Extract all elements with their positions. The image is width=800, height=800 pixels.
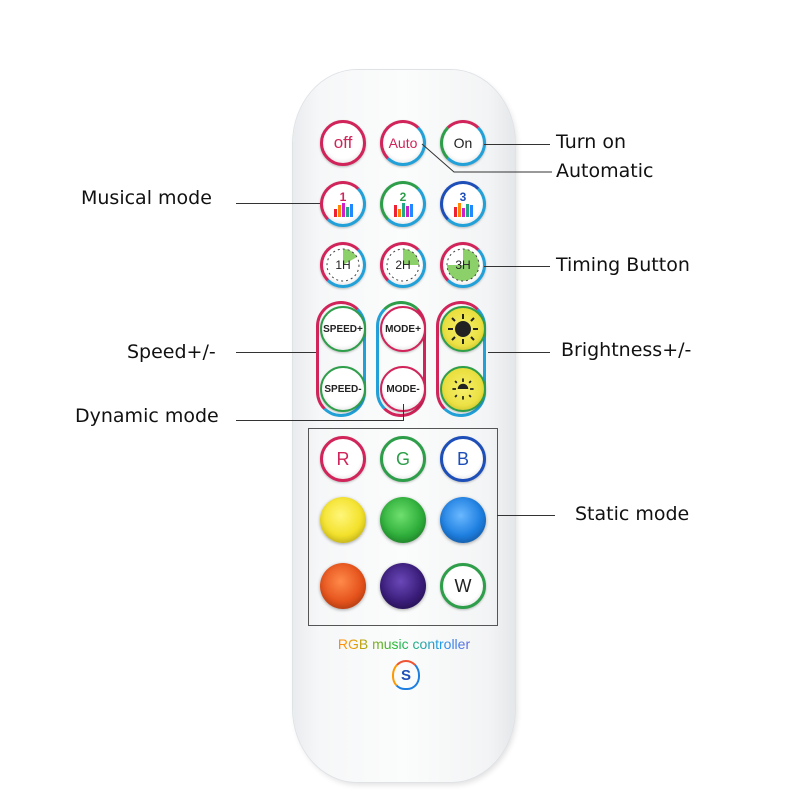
equalizer-icon: 3	[453, 189, 473, 217]
mode-up-label: MODE+	[385, 323, 421, 335]
yellow-color-button[interactable]	[320, 497, 366, 543]
timer-2h-button[interactable]: 2H	[380, 242, 426, 288]
clock-icon	[446, 248, 480, 282]
music-mode-3-number: 3	[459, 189, 467, 204]
brightness-down-button[interactable]	[440, 366, 486, 412]
red-button[interactable]: R	[320, 436, 366, 482]
music-mode-1-button[interactable]: 1	[320, 181, 366, 227]
brand-text: RGB music controller	[310, 636, 498, 652]
automatic-label: Automatic	[556, 160, 654, 182]
music-mode-1-number: 1	[339, 189, 347, 204]
speed-pill	[316, 301, 366, 417]
speed-up-button[interactable]: SPEED+	[320, 306, 366, 352]
timing-button-label: Timing Button	[556, 254, 690, 276]
green-color-button[interactable]	[380, 497, 426, 543]
music-mode-2-button[interactable]: 2	[380, 181, 426, 227]
sun-icon	[452, 378, 474, 400]
brightness-pill	[436, 301, 486, 417]
blue-button-label: B	[456, 448, 469, 469]
timer-3h-label: 3H	[455, 258, 471, 272]
white-button-label: W	[454, 575, 472, 596]
music-mode-3-button[interactable]: 3	[440, 181, 486, 227]
off-button-label: off	[333, 133, 353, 152]
green-button-label: G	[395, 448, 410, 469]
off-button[interactable]: off	[320, 120, 366, 166]
dynamic-mode-label: Dynamic mode	[75, 405, 219, 427]
automatic-leader-line	[421, 143, 552, 173]
red-button-label: R	[336, 448, 350, 469]
static-mode-box	[308, 428, 498, 626]
auto-button-label: Auto	[388, 135, 418, 151]
dynamic-mode-leader-line	[236, 420, 404, 421]
auto-button[interactable]: Auto	[380, 120, 426, 166]
speed-leader-line	[236, 352, 316, 353]
sun-icon	[448, 314, 478, 344]
mode-down-label: MODE-	[386, 383, 420, 395]
musical-mode-label: Musical mode	[81, 187, 212, 209]
mode-up-button[interactable]: MODE+	[380, 306, 426, 352]
speed-label: Speed+/-	[127, 341, 216, 363]
brightness-leader-line	[488, 352, 550, 353]
on-button[interactable]: On	[440, 120, 486, 166]
blue-color-button[interactable]	[440, 497, 486, 543]
white-button[interactable]: W	[440, 563, 486, 609]
static-mode-label: Static mode	[575, 503, 690, 525]
timer-3h-button[interactable]: 3H	[440, 242, 486, 288]
timing-leader-line	[484, 266, 550, 267]
equalizer-icon: 1	[333, 189, 353, 217]
orange-color-button[interactable]	[320, 563, 366, 609]
speed-down-label: SPEED-	[324, 383, 362, 395]
mode-down-button[interactable]: MODE-	[380, 366, 426, 412]
on-button-label: On	[453, 135, 473, 151]
clock-icon	[326, 248, 360, 282]
brand-logo-icon: S	[392, 660, 420, 690]
clock-icon	[386, 248, 420, 282]
mode-pill	[376, 301, 426, 417]
brand-logo-letter: S	[400, 666, 411, 684]
turn-on-label: Turn on	[556, 131, 626, 153]
equalizer-icon: 2	[393, 189, 413, 217]
speed-up-label: SPEED+	[323, 323, 363, 335]
turn-on-leader-line	[484, 144, 550, 145]
timer-1h-label: 1H	[335, 258, 351, 272]
timer-2h-label: 2H	[395, 258, 411, 272]
indigo-color-button[interactable]	[380, 563, 426, 609]
dynamic-mode-leader-line-vertical	[403, 404, 404, 420]
brightness-up-button[interactable]	[440, 306, 486, 352]
blue-button[interactable]: B	[440, 436, 486, 482]
music-mode-2-number: 2	[399, 189, 407, 204]
static-mode-leader-line	[497, 515, 555, 516]
brightness-label: Brightness+/-	[561, 339, 692, 361]
speed-down-button[interactable]: SPEED-	[320, 366, 366, 412]
musical-mode-leader-line	[236, 203, 320, 204]
timer-1h-button[interactable]: 1H	[320, 242, 366, 288]
green-button[interactable]: G	[380, 436, 426, 482]
